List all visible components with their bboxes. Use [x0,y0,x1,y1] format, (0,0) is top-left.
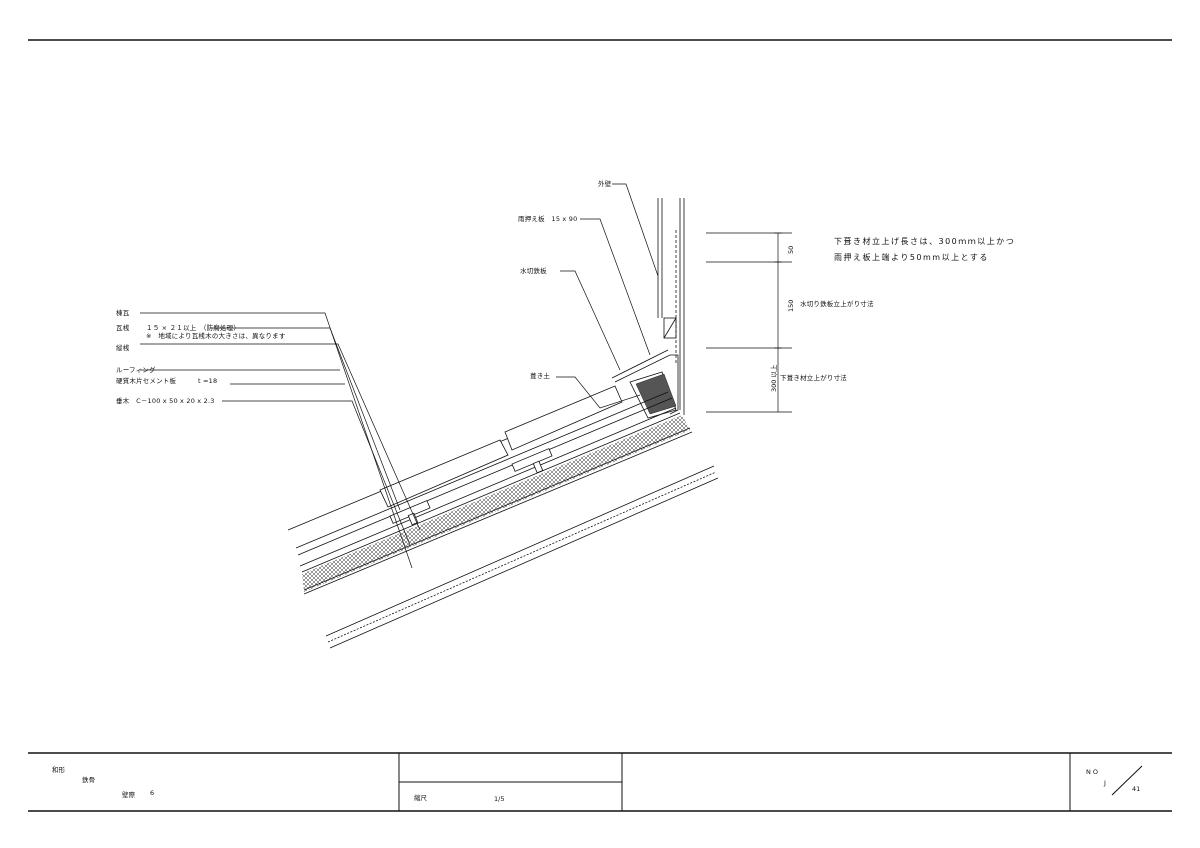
flashing-assembly [611,349,679,419]
dim-300: 300 以上 [770,364,778,392]
label-flashing: 水切鉄板 [520,267,547,275]
note-line-2: 雨押え板上端より50mm以上とする [834,253,989,262]
label-exterior-wall: 外壁 [598,180,612,188]
title-location: 壁際 [122,791,135,799]
title-type: 和形 [52,766,65,774]
drawing-series: J [1104,779,1106,787]
label-batten: 瓦桟 [116,324,130,332]
label-rafter: 垂木 C－100 x 50 x 20 x 2.3 [116,397,215,405]
label-rain-board: 雨押え板 15 x 90 [518,215,578,223]
label-batten-note: ※ 地域により瓦桟木の大きさは、異なります [146,332,286,340]
drawing-number: 41 [1132,785,1141,793]
leader-lines [140,183,659,569]
dim-300-label: 下葺き材立上がり寸法 [780,374,847,382]
exterior-wall [657,198,685,415]
label-roofing: ルーフィング [116,366,156,374]
label-ridge-tile: 棟瓦 [116,309,130,317]
dim-50: 50 [787,245,795,254]
dim-150-label: 水切り鉄板立上がり寸法 [800,300,874,308]
roof-tiles [379,385,623,526]
title-location-number: 6 [150,789,155,797]
note-line-1: 下葺き材立上げ長さは、300ｍｍ以上かつ [834,237,1016,246]
label-batten-spec: １５ × ２１以上 （防腐処理） [146,324,241,332]
cement-board-hatch [302,415,690,592]
scale-label: 縮尺 [414,794,427,802]
label-cement-board: 硬質木片セメント板 [116,377,177,385]
label-mortar: 葺き土 [530,372,551,380]
drawing-number-label: N O [1086,768,1099,776]
roof-layers [287,391,719,649]
title-structure: 鉄骨 [82,776,95,784]
label-board-thickness: t =18 [198,377,218,385]
mortar-fill [635,373,677,415]
dim-150: 150 [787,299,795,312]
scale-value: 1/5 [494,795,505,803]
dimension-lines [706,232,792,413]
label-counter-batten: 縦桟 [116,344,130,352]
sheet-frame [28,39,1172,812]
